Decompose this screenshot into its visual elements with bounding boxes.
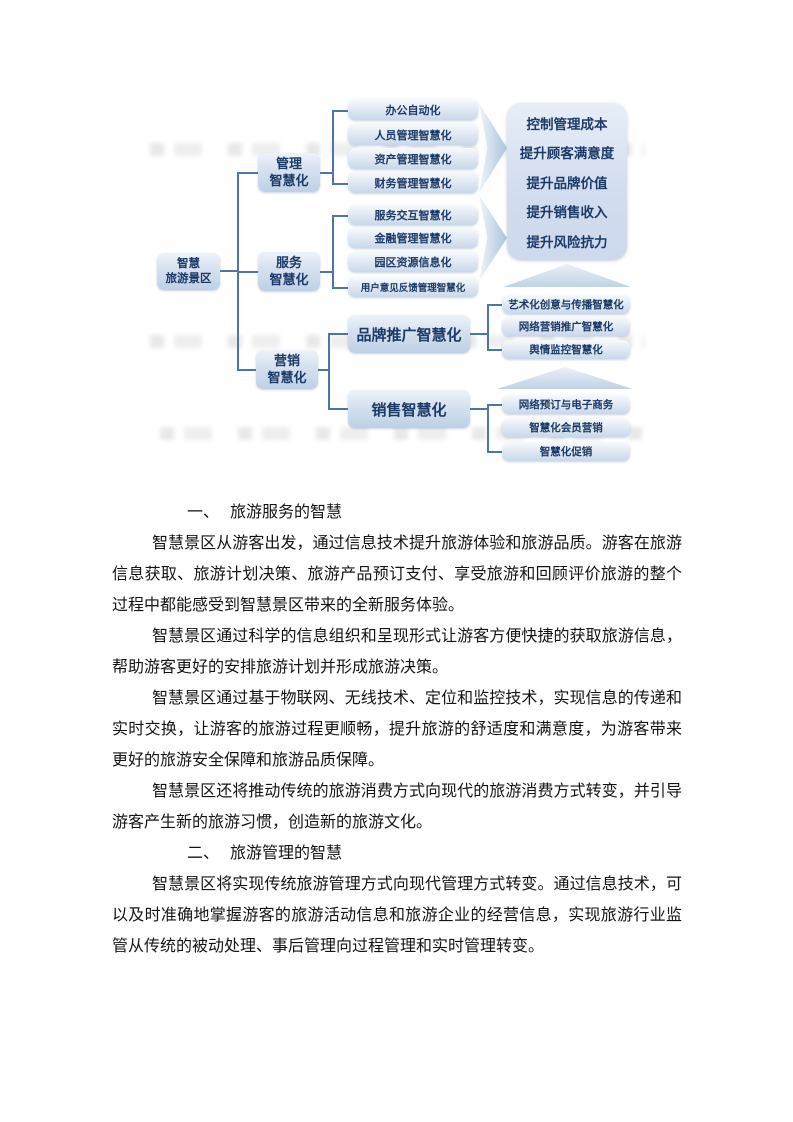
leaf-sales-3: 智慧化促销 (502, 442, 630, 461)
leaf-service-4: 用户意见反馈管理智慧化 (348, 277, 478, 297)
node-label: 服务 (275, 255, 302, 271)
node-brand-promotion: 品牌推广智慧化 (348, 315, 470, 353)
connector-line (487, 404, 502, 406)
leaf-service-3: 园区资源信息化 (348, 252, 478, 272)
node-label: 旅游景区 (165, 272, 212, 285)
paragraph: 智慧景区通过科学的信息组织和呈现形式让游客方便快捷的获取旅游信息，帮助游客更好的… (112, 628, 682, 676)
connector-line (332, 287, 348, 289)
connector-line (332, 183, 348, 185)
connector-line (237, 369, 256, 371)
connector-line (320, 172, 332, 174)
connector-line (470, 333, 487, 335)
node-label: 智慧化 (269, 172, 309, 188)
connector-line (332, 110, 348, 112)
leaf-brand-3: 舆情监控智慧化 (502, 340, 630, 359)
node-service: 服务 智慧化 (258, 252, 320, 291)
section-number: 二、 (187, 845, 220, 862)
paragraph: 智慧景区从游客出发，通过信息技术提升旅游体验和旅游品质。游客在旅游信息获取、旅游… (112, 535, 682, 614)
connector-line (487, 304, 502, 306)
leaf-brand-2: 网络营销推广智慧化 (502, 317, 630, 336)
document-body: 一、 旅游服务的智慧 智慧景区从游客出发，通过信息技术提升旅游体验和旅游品质。游… (112, 497, 682, 962)
connector-line (332, 110, 334, 183)
paragraph: 智慧景区通过基于物联网、无线技术、定位和监控技术，实现信息的传递和实时交换，让游… (112, 690, 682, 769)
paragraph: 智慧景区还将推动传统的旅游消费方式向现代的旅游消费方式转变，并引导游客产生新的旅… (112, 783, 682, 831)
benefit-item: 控制管理成本 (526, 116, 608, 132)
leaf-service-1: 服务交互智慧化 (348, 205, 478, 225)
connector-line (332, 215, 334, 287)
node-marketing: 营销 智慧化 (256, 350, 318, 389)
benefit-item: 提升销售收入 (526, 205, 608, 220)
benefit-item: 提升品牌价值 (526, 175, 608, 191)
connector-line (332, 215, 348, 217)
connector-line (328, 408, 348, 410)
section-title: 旅游服务的智慧 (230, 504, 343, 521)
paragraph: 智慧景区将实现传统旅游管理方式向现代管理方式转变。通过信息技术，可以及时准确地掌… (112, 876, 682, 955)
connector-line (470, 408, 487, 410)
connector-line (487, 349, 502, 351)
connector-line (328, 333, 348, 335)
node-management: 管理 智慧化 (258, 153, 320, 192)
leaf-management-1: 办公自动化 (348, 99, 478, 120)
section-heading-2: 二、 旅游管理的智慧 (112, 838, 682, 869)
leaf-service-2: 金融管理智慧化 (348, 228, 478, 248)
leaf-management-2: 人员管理智慧化 (348, 124, 478, 145)
section-title: 旅游管理的智慧 (230, 845, 343, 862)
connector-line (237, 172, 258, 174)
connector-line (320, 271, 332, 273)
node-label: 智慧化 (267, 369, 307, 385)
node-label: 营销 (273, 353, 300, 369)
connector-line (487, 451, 502, 453)
connector-line (487, 404, 489, 451)
section-number: 一、 (187, 504, 220, 521)
node-root: 智慧 旅游景区 (157, 253, 220, 290)
up-arrow-icon (503, 264, 631, 287)
connector-line (237, 271, 258, 273)
benefit-item: 提升顾客满意度 (519, 146, 615, 161)
connector-line (328, 333, 330, 408)
up-arrow-icon (497, 367, 633, 389)
connector-line (318, 369, 328, 371)
node-label: 智慧化 (269, 271, 309, 287)
benefit-item: 提升风险抗力 (526, 234, 608, 250)
leaf-sales-2: 智慧化会员营销 (502, 418, 630, 437)
node-label: 管理 (275, 156, 302, 172)
connector-line (487, 304, 489, 349)
leaf-management-4: 财务管理智慧化 (348, 172, 478, 193)
smart-scenic-area-diagram: 智慧 旅游景区 管理 智慧化 服务 智慧化 营销 智慧化 办公自动化 人员管理智… (0, 0, 793, 480)
leaf-brand-1: 艺术化创意与传播智慧化 (502, 295, 630, 314)
leaf-management-3: 资产管理智慧化 (348, 148, 478, 169)
leaf-sales-1: 网络预订与电子商务 (502, 395, 630, 414)
section-heading-1: 一、 旅游服务的智慧 (112, 497, 682, 528)
connector-line (220, 270, 237, 272)
node-sales: 销售智慧化 (348, 390, 470, 428)
benefits-box: 控制管理成本 提升顾客满意度 提升品牌价值 提升销售收入 提升风险抗力 (507, 103, 627, 260)
node-label: 智慧 (177, 258, 200, 271)
right-arrow-icon (479, 195, 507, 281)
